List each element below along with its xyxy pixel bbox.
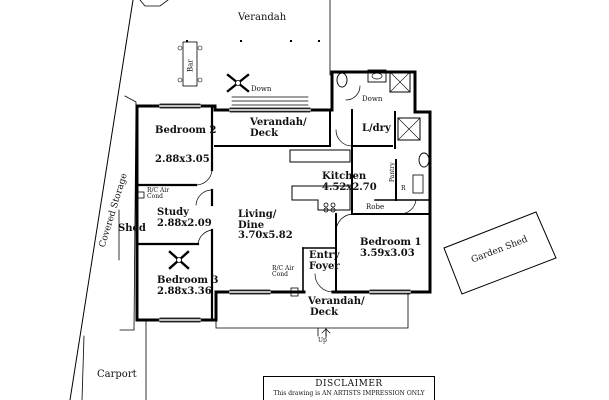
rc-air-study-label: R/C Air Cond bbox=[147, 187, 170, 201]
covered-storage-wall bbox=[119, 95, 137, 331]
fridge-label: R bbox=[401, 185, 406, 192]
bar-counter bbox=[182, 41, 198, 87]
ceiling-fan-icon bbox=[168, 250, 190, 270]
pantry-label: Pantry bbox=[388, 162, 396, 183]
living-dine-label: Living/ Dine 3.70x5.82 bbox=[238, 209, 293, 241]
room-dimensions: 2.88x3.05 bbox=[155, 153, 210, 165]
steps-icon bbox=[231, 96, 309, 106]
up-label: Up bbox=[318, 337, 327, 344]
bedroom2-label: Bedroom 2 2.88x3.05 bbox=[155, 125, 217, 165]
study-label: Study 2.88x2.09 bbox=[157, 207, 212, 229]
disclaimer-box: DISCLAIMER This drawing is AN ARTISTS IM… bbox=[263, 376, 435, 400]
kitchen-label: Kitchen 4.52x2.70 bbox=[322, 171, 377, 193]
ceiling-fan-icon bbox=[226, 73, 250, 93]
toilet-icon bbox=[336, 72, 348, 88]
verandah-bottom-outline bbox=[215, 291, 409, 329]
kitchen-bench bbox=[289, 149, 351, 163]
down-label-top: Down bbox=[251, 85, 272, 93]
disclaimer-text: This drawing is AN ARTISTS IMPRESSION ON… bbox=[273, 390, 425, 397]
bar-label: Bar bbox=[186, 59, 195, 73]
kitchen-island bbox=[291, 185, 351, 211]
bedroom3-label: Bedroom 3 2.88x3.36 bbox=[157, 275, 219, 297]
robe-label: Robe bbox=[366, 203, 385, 211]
down-label-right: Down bbox=[362, 95, 383, 103]
shower bbox=[389, 71, 411, 93]
carport-label: Carport bbox=[97, 369, 137, 380]
disclaimer-title: DISCLAIMER bbox=[315, 379, 383, 389]
rc-air-living-label: R/C Air Cond bbox=[272, 265, 295, 279]
verandah-top-label: Verandah bbox=[238, 12, 287, 23]
garden-shed-outline bbox=[443, 211, 557, 295]
verandah-deck-mid-label: Verandah/ Deck bbox=[250, 117, 307, 139]
exterior-wall bbox=[135, 70, 432, 294]
boundary-line bbox=[69, 0, 134, 400]
laundry-label: L/dry bbox=[362, 123, 391, 134]
entry-foyer-label: Entry Foyer bbox=[309, 250, 340, 272]
carport-line bbox=[81, 335, 85, 400]
bedroom1-label: Bedroom 1 3.59x3.03 bbox=[360, 237, 422, 259]
verandah-top-outline bbox=[139, 0, 169, 7]
shed-label: Shed bbox=[118, 223, 146, 234]
verandah-deck-bottom-label: Verandah/ Deck bbox=[308, 296, 365, 318]
room-name: Bedroom 2 bbox=[155, 125, 217, 136]
